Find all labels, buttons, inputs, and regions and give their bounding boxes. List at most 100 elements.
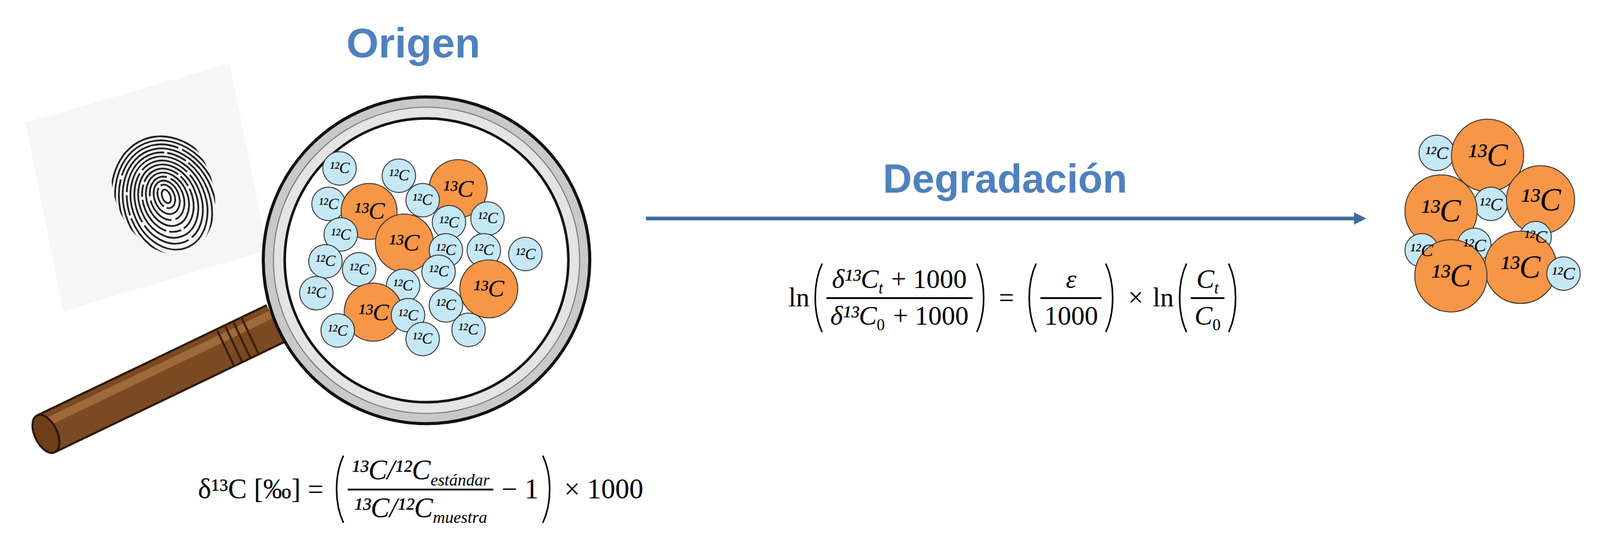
numerator: δ¹³Ct + 1000 bbox=[828, 264, 971, 295]
isotope-label: ¹²C bbox=[330, 226, 351, 243]
parenthesis-stroke bbox=[815, 263, 823, 332]
isotope-label: ¹²C bbox=[393, 277, 414, 294]
atom-outline bbox=[382, 158, 416, 193]
magnifier-handle bbox=[26, 314, 276, 457]
denominator: ¹³C/¹²Cmuestra bbox=[350, 492, 491, 524]
formula-term: × bbox=[1128, 283, 1144, 313]
isotope-label: ¹²C bbox=[318, 196, 339, 213]
isotope-label: ¹²C bbox=[438, 214, 460, 231]
carbon-12-atom: ¹²C bbox=[508, 236, 543, 272]
fingerprint bbox=[90, 117, 252, 298]
fraction-bar bbox=[1040, 297, 1102, 299]
carbon-12-atom: ¹²C bbox=[341, 251, 377, 287]
parenthesis-stroke bbox=[1228, 263, 1236, 332]
atom-outline bbox=[1546, 256, 1581, 291]
equation: δ¹³C [‰] =¹³C/¹²Cestándar¹³C/¹²Cmuestra−… bbox=[198, 453, 644, 525]
parenthesis bbox=[541, 453, 554, 525]
atom-outline bbox=[308, 244, 343, 279]
formula-term: = bbox=[999, 283, 1015, 313]
isotope-label: ¹²C bbox=[412, 191, 433, 208]
carbon-12-atom: ¹²C bbox=[320, 313, 356, 348]
isotope-label: ¹²C bbox=[398, 307, 419, 324]
isotope-label: ¹²C bbox=[435, 297, 457, 314]
numerator: ¹³C/¹²Cestándar bbox=[347, 454, 494, 487]
isotope-label: ¹²C bbox=[515, 246, 536, 263]
isotope-label: ¹²C bbox=[458, 321, 479, 338]
isotope-label: ¹³C bbox=[1430, 259, 1471, 292]
isotope-label: ¹²C bbox=[306, 284, 327, 301]
atom-outline bbox=[1419, 135, 1455, 171]
formula-term: ¹³C/¹²C bbox=[353, 492, 433, 524]
fraction: ε 1000 bbox=[1040, 264, 1102, 331]
parenthesis bbox=[1104, 261, 1117, 334]
isotope-label: ¹³C bbox=[473, 276, 505, 301]
isotope-label: ¹³C bbox=[358, 300, 390, 325]
isotope-label: ¹³C bbox=[388, 230, 421, 255]
carbon-12-atom: ¹²C bbox=[405, 321, 441, 357]
formula-term: C bbox=[1196, 264, 1215, 295]
parenthesis-stroke bbox=[1179, 263, 1187, 332]
parenthesis-stroke bbox=[1105, 263, 1113, 332]
formula-subscript: muestra bbox=[432, 508, 488, 526]
isotope-label: ¹³C bbox=[1420, 195, 1462, 227]
parenthesis bbox=[1025, 261, 1039, 334]
carbon-12-atom: ¹²C bbox=[308, 243, 343, 279]
carbon-12-atom: ¹²C bbox=[1418, 134, 1456, 172]
formula-term: ¹³C/¹²C bbox=[351, 454, 431, 487]
numerator: ε bbox=[1061, 264, 1080, 295]
isotope-label: ¹³C bbox=[1500, 251, 1541, 284]
numerator: Ct bbox=[1192, 264, 1223, 295]
isotope-label: ¹²C bbox=[1463, 235, 1487, 255]
degradation-arrow bbox=[645, 212, 1366, 225]
parenthesis-stroke bbox=[976, 263, 984, 332]
isotope-label: ¹²C bbox=[412, 330, 433, 347]
formula-term: ln bbox=[788, 283, 810, 313]
magnifier-lens bbox=[263, 97, 590, 424]
formula-subscript: 0 bbox=[876, 316, 885, 333]
parenthesis bbox=[333, 453, 346, 525]
fraction-bar bbox=[826, 297, 973, 299]
formula-term: + 1000 bbox=[891, 264, 968, 295]
isotope-label: ¹²C bbox=[1551, 264, 1575, 283]
parenthesis-stroke bbox=[336, 455, 344, 523]
carbon-12-atom: ¹²C bbox=[322, 151, 358, 186]
carbon-12-atom: ¹²C bbox=[298, 275, 334, 311]
fingerprint-backdrop bbox=[25, 62, 268, 312]
isotope-label: ¹²C bbox=[1425, 143, 1449, 163]
formula-term: 1000 bbox=[1044, 301, 1099, 331]
denominator: δ¹³C0+ 1000 bbox=[826, 301, 973, 331]
formula-subscript: t bbox=[1214, 280, 1219, 296]
formula-term: δ¹³C bbox=[832, 264, 879, 295]
isotope-label: ¹³C bbox=[1467, 139, 1508, 172]
carbon-12-atom: ¹²C bbox=[470, 201, 506, 236]
formula-term: ln bbox=[1153, 283, 1174, 313]
atom-outline bbox=[342, 252, 377, 287]
fraction: δ¹³Ct + 1000 δ¹³C0+ 1000 bbox=[826, 264, 973, 331]
formula-term: × 1000 bbox=[564, 473, 644, 506]
formula-subscript: t bbox=[878, 280, 883, 296]
atom-outline bbox=[470, 201, 505, 236]
parenthesis-stroke bbox=[542, 455, 550, 523]
parenthesis bbox=[811, 261, 825, 334]
carbon-12-atom: ¹²C bbox=[451, 312, 487, 348]
isotope-label: ¹²C bbox=[349, 261, 370, 278]
isotope-label: ¹²C bbox=[477, 210, 498, 227]
atom-outline bbox=[405, 322, 440, 356]
parenthesis bbox=[1176, 261, 1189, 334]
formula-term: − 1 bbox=[501, 473, 539, 506]
isotope-label: ¹²C bbox=[435, 242, 457, 259]
atom-outline bbox=[299, 276, 334, 310]
section-heading: Origen bbox=[346, 20, 480, 67]
isotope-label: ¹³C bbox=[1520, 184, 1561, 216]
isotope-label: ¹²C bbox=[1409, 240, 1434, 260]
fraction-bar bbox=[347, 488, 494, 491]
parenthesis-stroke bbox=[1029, 263, 1037, 332]
formula-term: δ¹³C [‰] = bbox=[198, 473, 325, 506]
formula-term: ε bbox=[1065, 264, 1077, 295]
isotope-label: ¹²C bbox=[327, 322, 348, 339]
carbon-12-atom: ¹²C bbox=[421, 254, 457, 290]
fraction-bar bbox=[1190, 297, 1225, 299]
carbon-12-atom: ¹²C bbox=[1546, 256, 1582, 292]
isotope-label: ¹²C bbox=[428, 263, 449, 280]
